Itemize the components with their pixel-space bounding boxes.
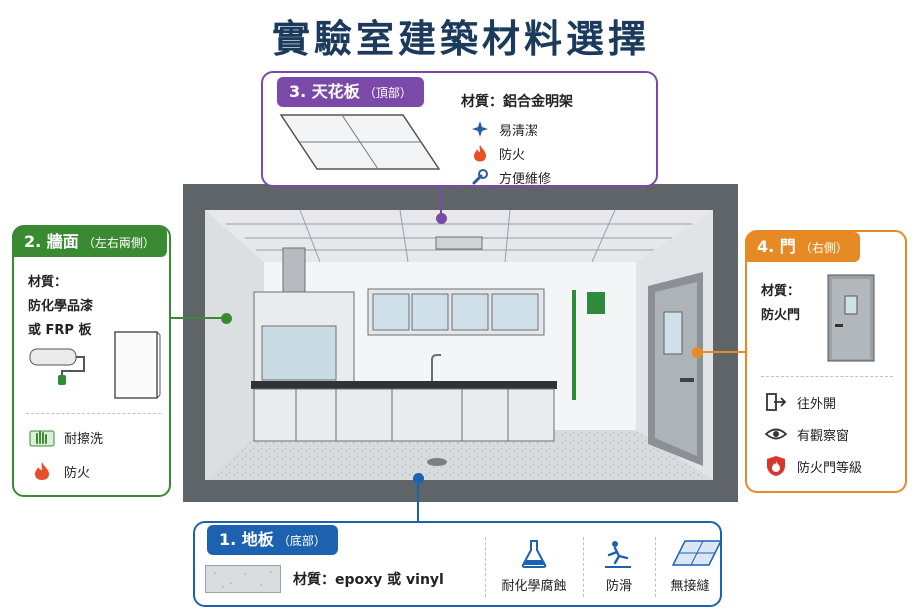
wall-material-line2: 或 FRP 板 [28,323,92,338]
wall-feature-1: 耐擦洗 [28,427,103,447]
flame-icon [469,143,491,163]
door-feature-1: 往外開 [763,392,836,412]
left-wall [205,210,264,480]
door-material-value: 防火門 [761,308,801,323]
eye-icon [763,424,789,444]
wrench-icon [469,167,491,187]
wall-material-line1: 防化學品漆 [28,299,94,314]
floor-drain [427,458,447,466]
fire-shield-icon [763,456,789,476]
wall-marker-dot [221,313,232,324]
floor-card: 1. 地板（底部） 材質：epoxy 或 vinyl 耐化學腐蝕 防滑 無接縫 [193,521,723,607]
fire-door-icon [827,274,875,362]
base-cabinets [253,388,555,442]
floor-sample-swatch [205,565,281,593]
scrub-hand-icon [28,427,56,447]
sparkle-icon [469,119,491,139]
wall-feature-2: 防火 [28,461,90,481]
door-heading: 4. 門（右側） [745,232,860,262]
door-feature-3: 防火門等級 [763,456,862,476]
fume-hood-duct [282,247,306,293]
ceiling-vent [435,236,483,250]
floor-heading: 1. 地板（底部） [207,525,338,555]
flame-icon [28,461,56,481]
ceiling-panel-illustration [279,114,441,170]
ceiling-material: 材質：鋁合金明架 [461,94,573,110]
faucet [431,354,441,381]
door-material-label: 材質： [761,284,801,299]
ceiling-card: 3. 天花板（頂部） 材質：鋁合金明架 易清潔 防火 方便維修 [261,71,658,187]
ceiling-feature-1: 易清潔 [469,119,538,139]
ceiling-feature-3: 方便維修 [469,167,551,187]
wall-card: 2. 牆面（左右兩側） 材質： 防化學品漆 或 FRP 板 耐擦洗 防火 [12,225,171,497]
door-feature-2: 有觀察窗 [763,424,849,444]
wall-material-label: 材質： [28,275,68,290]
floor-surface [205,430,713,480]
flask-icon [521,540,547,568]
door-exit-icon [763,392,789,412]
floor-marker-dot [413,473,424,484]
ceiling-heading: 3. 天花板（頂部） [277,77,424,107]
eyewash-station [572,290,576,400]
slip-icon [605,541,631,568]
page-title: 實驗室建築材料選擇 [271,17,650,61]
seamless-tile-icon [671,540,723,566]
countertop [251,381,557,389]
ceiling-feature-2: 防火 [469,143,525,163]
floor-feature-3: 無接縫 [670,579,710,594]
ceiling-surface [205,210,713,262]
floor-feature-1: 耐化學腐蝕 [501,579,567,594]
floor-feature-2: 防滑 [605,579,632,594]
frp-panel-icon [114,331,161,399]
floor-material: 材質：epoxy 或 vinyl [293,572,444,588]
door-marker-dot [692,347,703,358]
ceiling-grid [226,209,692,263]
wall-heading: 2. 牆面（左右兩側） [12,227,167,257]
door-card: 4. 門（右側） 材質： 防火門 往外開 有觀察窗 防火門等級 [745,230,907,493]
ceiling-marker-dot [436,213,447,224]
paint-roller-icon [29,348,85,385]
